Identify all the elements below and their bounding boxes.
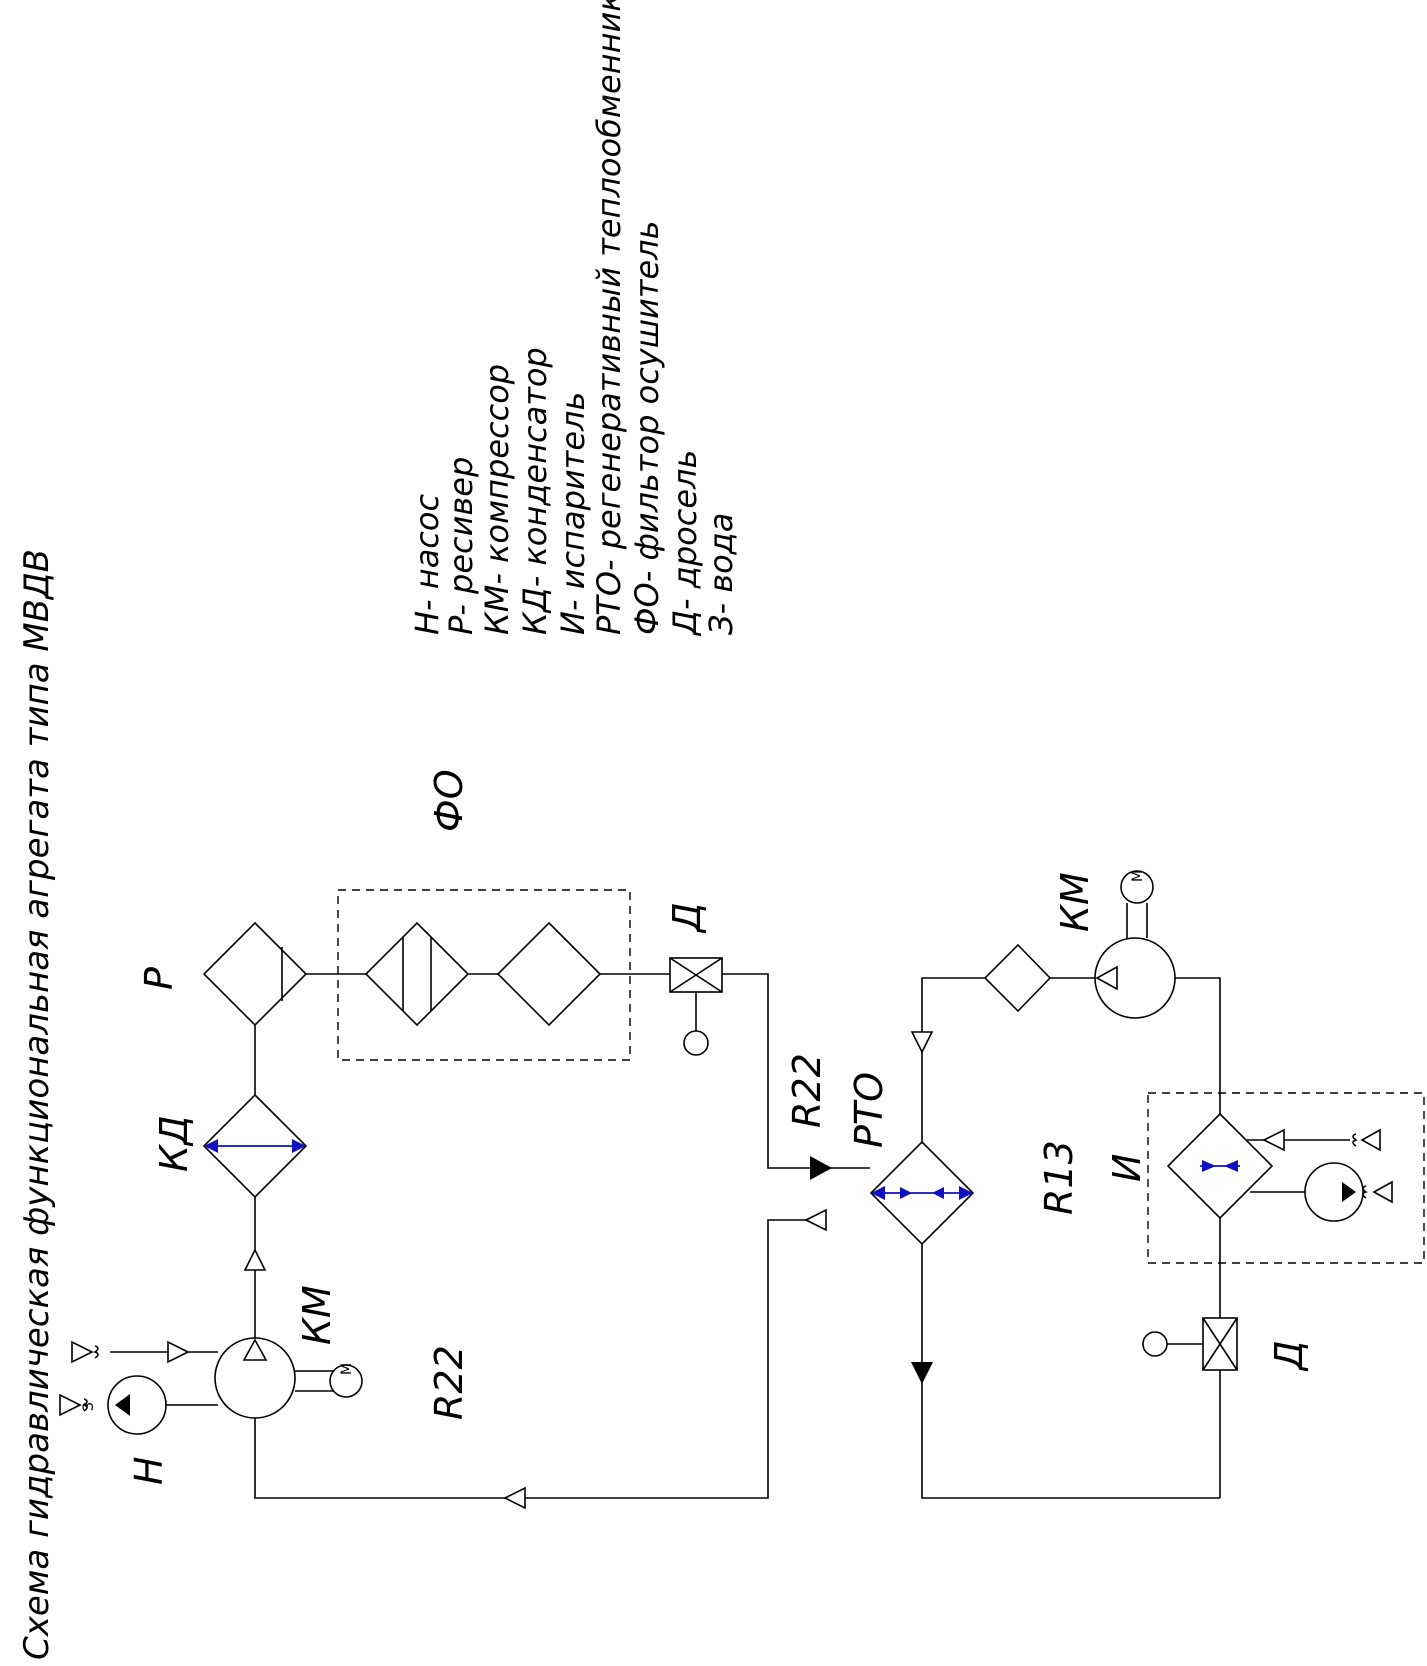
label-refrigerant-left: R22: [427, 1345, 471, 1420]
motor-label: М: [1130, 870, 1146, 882]
blue-arrow-icon: [204, 1139, 218, 1153]
compressor-arrow-icon: [1095, 965, 1118, 991]
label-condenser: КД: [152, 1115, 196, 1172]
label-water: З: [81, 1402, 97, 1411]
throttle-cross: [1202, 1317, 1238, 1371]
legend-item: РТО- регенеративный теплообменник: [590, 0, 628, 635]
motor-icon: [1120, 870, 1154, 904]
label-refrigerant-right: R13: [1037, 1140, 1081, 1215]
label-compressor-left: КМ: [295, 1285, 339, 1345]
blue-arrow-icon: [1224, 1160, 1238, 1172]
pipe: [921, 1244, 1220, 1499]
label-compressor-right: КМ: [1053, 872, 1097, 932]
legend-item: Р- ресивер: [442, 457, 480, 635]
label-evaporator: И: [1105, 1154, 1149, 1182]
flow-arrow-icon: [910, 1031, 934, 1054]
water-arrow-icon: [71, 1340, 94, 1364]
circuit-r22: М: [59, 889, 870, 1510]
filter-icon: [364, 921, 470, 1027]
filter-dryer-box: [337, 889, 631, 1061]
legend: Н- насос Р- ресивер КМ- компрессор КД- к…: [408, 0, 740, 637]
legend-item: З- вода: [702, 513, 740, 635]
pipe: [254, 1219, 810, 1499]
flow-arrow-filled-icon: [810, 1156, 832, 1180]
water-arrow-icon: [1372, 1180, 1393, 1204]
motor-icon: [329, 1364, 363, 1398]
legend-item: КМ- компрессор: [478, 364, 516, 635]
flow-arrow-icon: [243, 1248, 267, 1271]
throttle-handle-icon: [683, 1030, 709, 1056]
legend-item: Д- дросель: [666, 450, 704, 637]
blue-arrow-icon: [292, 1139, 306, 1153]
label-receiver: Р: [137, 967, 181, 990]
flow-arrow-filled-icon: [911, 1362, 933, 1384]
label-rto: РТО: [847, 1072, 891, 1148]
oil-separator-icon: [983, 943, 1052, 1013]
flow-arrow-icon: [167, 1340, 190, 1364]
component-labels: Н КМ R22 КД Р ФО Д R22 РТО КМ R13 И Д З: [81, 769, 1311, 1485]
water-mark: [82, 1398, 88, 1412]
water-mark: [1362, 1185, 1368, 1199]
water-mark: [1352, 1133, 1358, 1147]
dryer-icon: [496, 921, 602, 1027]
circuit-r13: М: [910, 870, 1425, 1499]
motor-label: М: [339, 1363, 355, 1375]
water-mark: [93, 1345, 99, 1359]
receiver-icon: [202, 921, 308, 1027]
regenerative-heat-exchanger: [869, 1140, 975, 1246]
blue-arrow-icon: [959, 1186, 973, 1200]
flow-arrow-icon: [804, 1208, 827, 1232]
label-filter-dryer: ФО: [427, 769, 471, 832]
flow-arrow-icon: [503, 1486, 526, 1510]
blue-arrow-icon: [871, 1186, 885, 1200]
legend-item: И- испаритель: [554, 392, 592, 635]
water-arrow-icon: [59, 1393, 82, 1417]
label-throttle-bottom: Д: [1267, 1340, 1311, 1372]
legend-item: КД- конденсатор: [516, 347, 554, 635]
pipe: [921, 977, 985, 1142]
compressor-icon: [1094, 937, 1176, 1019]
throttle-cross: [669, 957, 723, 993]
diagram-title: Схема гидравлическая функциональная агре…: [17, 549, 57, 1660]
blue-arrow-icon: [900, 1187, 912, 1199]
blue-arrow-icon: [932, 1187, 944, 1199]
pump-icon: [1304, 1162, 1364, 1222]
legend-item: Н- насос: [408, 494, 446, 635]
flow-arrow-icon: [1262, 1128, 1285, 1152]
throttle-handle-icon: [1142, 1331, 1168, 1357]
legend-item: ФО- фильтор осушитель: [628, 221, 666, 635]
label-pump: Н: [127, 1456, 171, 1485]
water-arrow-icon: [1360, 1128, 1381, 1152]
pump-arrow-icon: [115, 1394, 130, 1416]
label-throttle-top: Д: [665, 902, 709, 934]
compressor-arrow-icon: [242, 1338, 268, 1361]
pump-arrow-icon: [1342, 1182, 1356, 1202]
compressor-icon: [214, 1337, 296, 1419]
blue-arrow-icon: [1202, 1160, 1216, 1172]
label-rto-refrigerant: R22: [785, 1053, 829, 1128]
